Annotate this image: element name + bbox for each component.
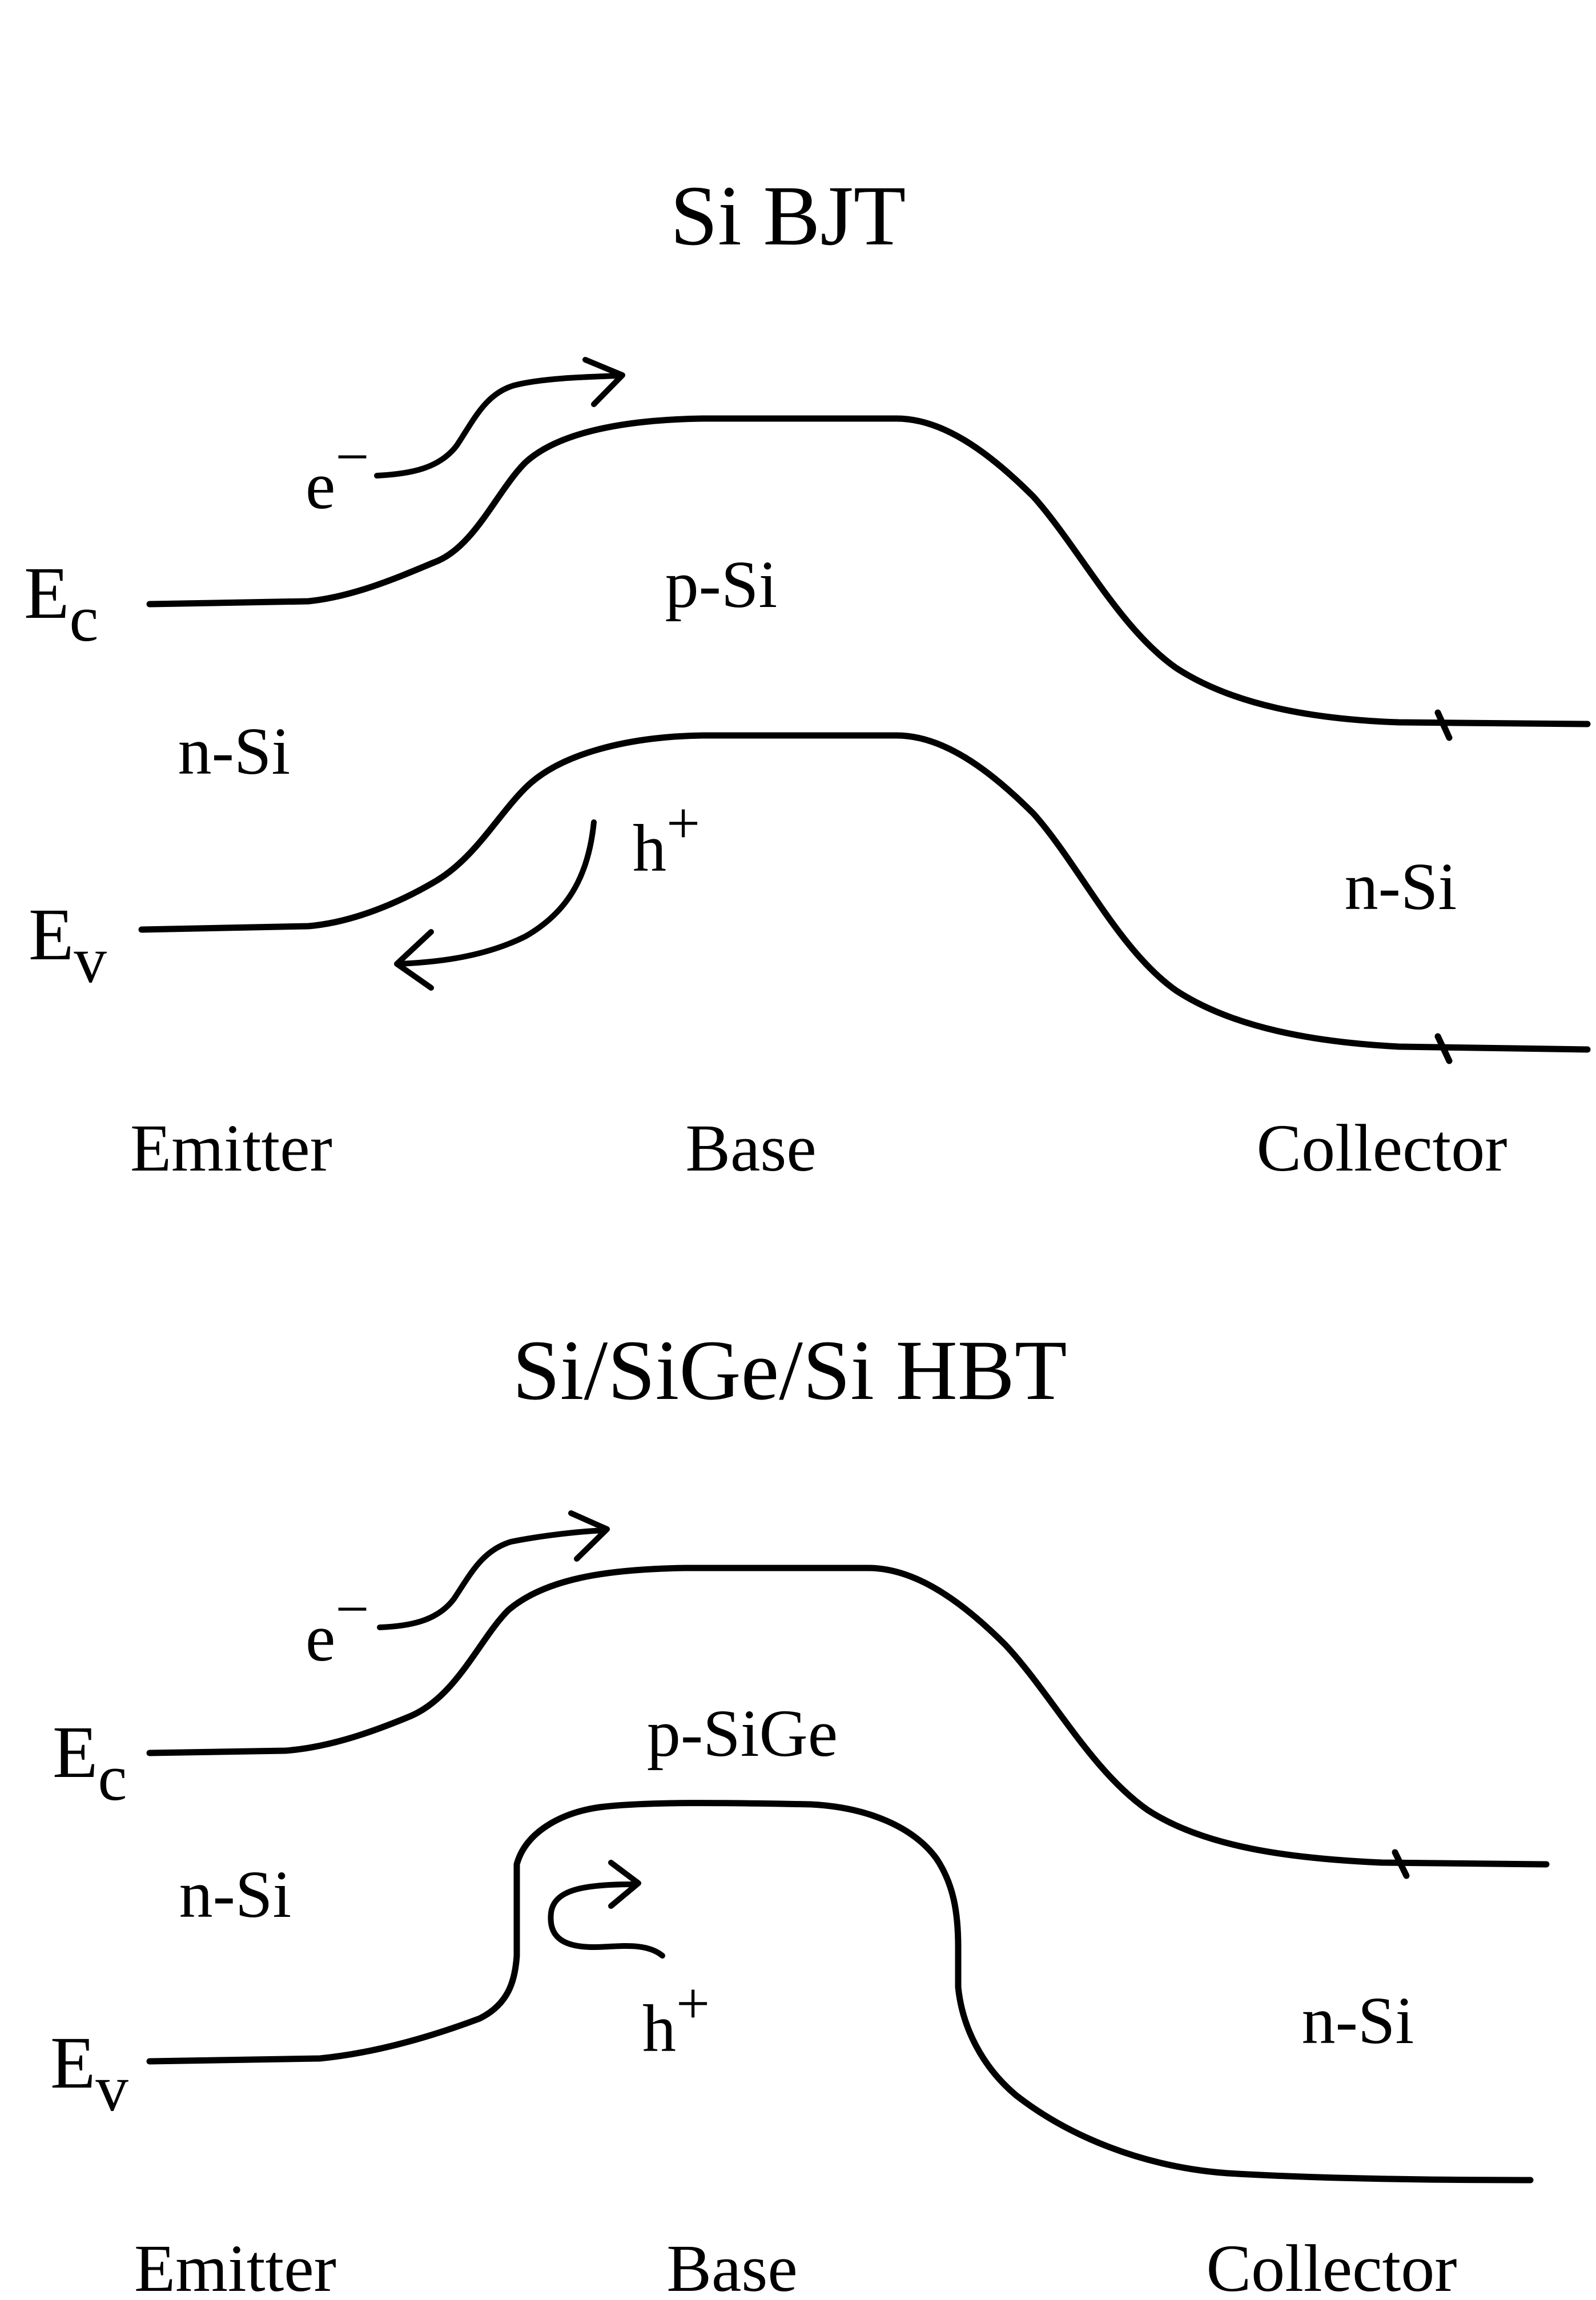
bjt-emitter-material: n-Si xyxy=(178,714,291,789)
hbt-hole-label: h+ xyxy=(642,1970,710,2066)
bjt-panel: Si BJT Ec Ev e− h+ p-Si n-Si n-Si Emitte… xyxy=(24,168,1591,1185)
bjt-emitter-label: Emitter xyxy=(130,1111,332,1185)
bjt-hole-arrow xyxy=(397,819,597,967)
hbt-base-material: p-SiGe xyxy=(647,1696,838,1771)
bjt-ec-label: Ec xyxy=(24,552,98,655)
hbt-ev-label: Ev xyxy=(50,2022,128,2125)
hbt-valence-band xyxy=(146,1800,1534,2184)
hbt-hole-arrow xyxy=(548,1881,665,1959)
bjt-collector-label: Collector xyxy=(1256,1111,1507,1185)
bjt-ec-tick-mark xyxy=(1434,709,1453,741)
hbt-electron-label: e− xyxy=(305,1575,369,1675)
hbt-electron-arrow xyxy=(377,1527,608,1630)
hbt-hole-arrowhead xyxy=(608,1860,641,1909)
bjt-base-label: Base xyxy=(685,1111,816,1185)
bjt-valence-band xyxy=(138,732,1591,1053)
hbt-conduction-band xyxy=(146,1565,1550,1868)
bjt-electron-arrow xyxy=(374,373,622,479)
hbt-title: Si/SiGe/Si HBT xyxy=(512,1323,1067,1418)
bjt-ev-tick-mark xyxy=(1434,1033,1453,1064)
bjt-conduction-band xyxy=(146,415,1591,727)
bjt-hole-arrowhead xyxy=(394,929,434,991)
hbt-ec-label: Ec xyxy=(53,1711,127,1814)
bjt-collector-material: n-Si xyxy=(1345,849,1457,924)
bjt-electron-label: e− xyxy=(305,423,369,523)
bjt-hole-label: h+ xyxy=(633,790,700,886)
hbt-base-label: Base xyxy=(666,2231,797,2300)
hbt-panel: Si/SiGe/Si HBT Ec Ev e− h+ p-SiGe n-Si n… xyxy=(50,1323,1550,2300)
hbt-electron-arrowhead xyxy=(568,1510,610,1562)
hbt-emitter-material: n-Si xyxy=(179,1857,292,1932)
bjt-title: Si BJT xyxy=(670,168,906,263)
hbt-ec-tick-mark xyxy=(1392,1849,1410,1879)
hbt-collector-material: n-Si xyxy=(1302,1983,1414,2058)
bjt-electron-arrowhead xyxy=(582,357,625,407)
bjt-base-material: p-Si xyxy=(665,547,778,622)
hbt-emitter-label: Emitter xyxy=(134,2231,336,2300)
hbt-collector-label: Collector xyxy=(1206,2231,1457,2300)
bjt-ev-label: Ev xyxy=(29,894,107,996)
